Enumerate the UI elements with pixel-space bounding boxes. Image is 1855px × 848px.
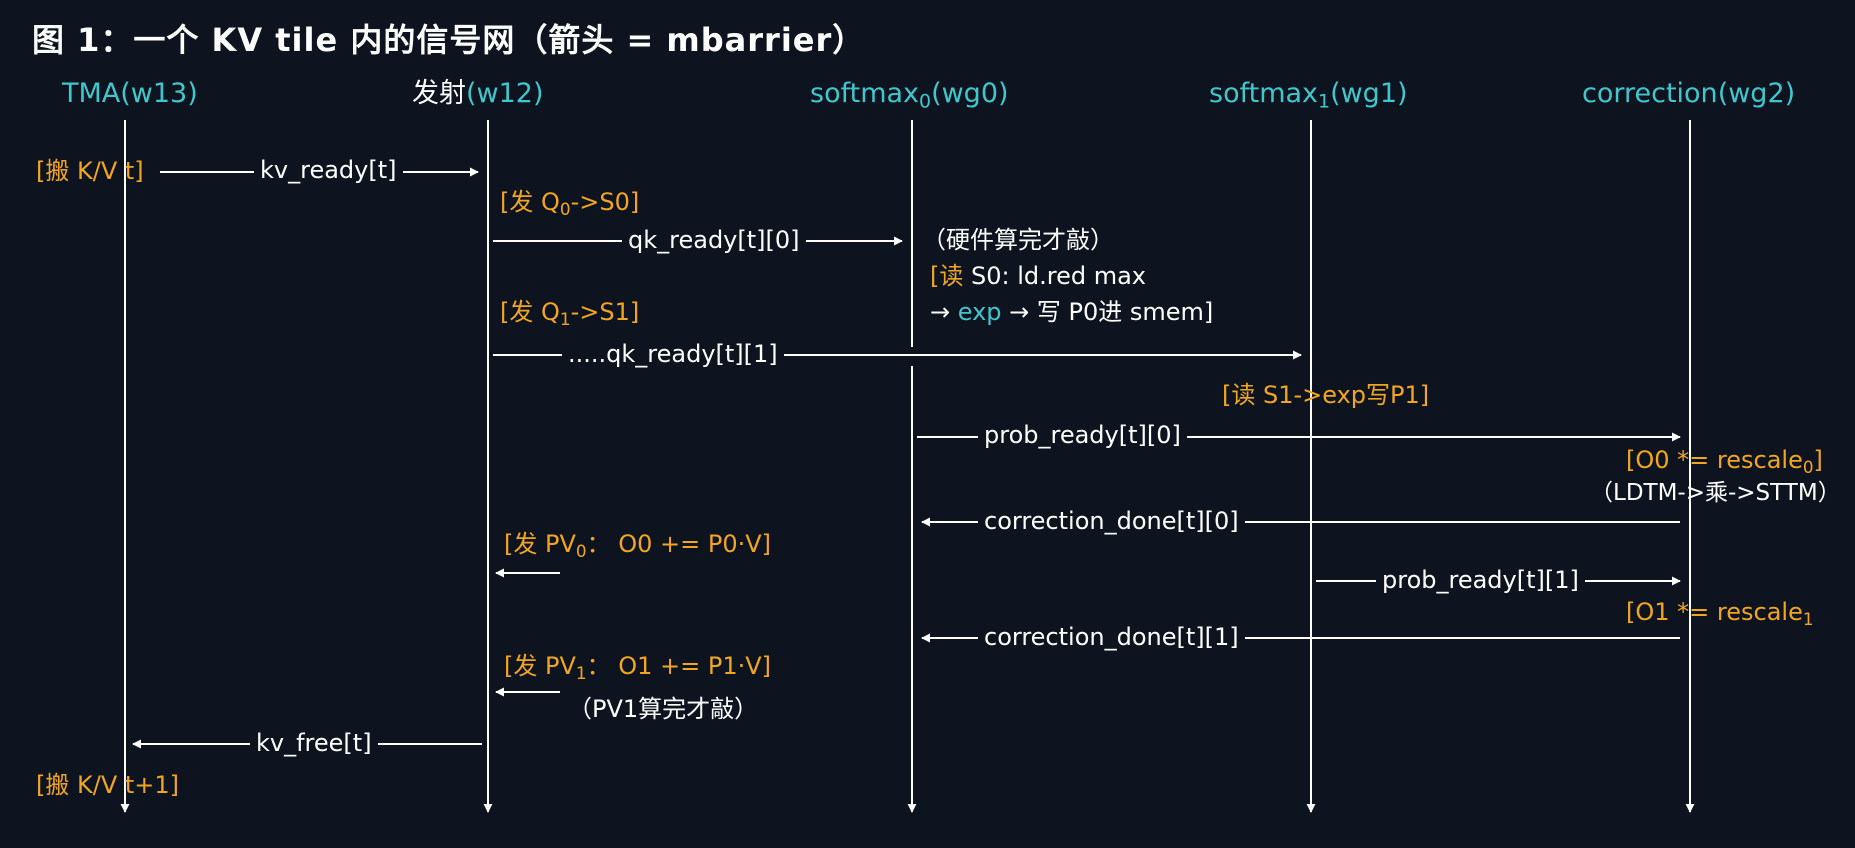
lane-name-tma: TMA [62,78,121,109]
annotation-issue-pv1-sub: 1 [575,663,587,684]
annotation-issue-q0: [发 Q0->S0] [500,190,639,218]
annotation-o0-rescale-post: ] [1813,446,1823,474]
annotation-exp-rest: → 写 P0进 smem] [1001,298,1214,326]
annotation-read-s0-open: [读 [930,262,964,290]
annotation-read-s1: [读 S1->exp写P1] [1222,381,1430,409]
signal-correction-done-0: correction_done[t][0] [978,509,1245,533]
annotation-o1-rescale-sub: 1 [1802,609,1814,630]
annotation-issue-pv0-post: ： O0 += P0·V] [586,530,771,558]
annotation-issue-pv1-post: ： O1 += P1·V] [586,652,771,680]
annotation-o0-rescale-sub: 0 [1802,457,1814,478]
signal-qk-ready-1: .....qk_ready[t][1] [562,342,784,366]
annotation-read-s0: [读 S0: ld.red max [930,264,1146,288]
lane-sub-softmax1: 1 [1318,90,1331,113]
signal-qk-ready-0: qk_ready[t][0] [622,228,806,252]
annotation-exp-write: → exp → 写 P0进 smem] [930,300,1213,324]
signal-prob-ready-1: prob_ready[t][1] [1376,568,1585,592]
lane-name-correction: correction [1582,78,1718,109]
annotation-ldtm-mul: （LDTM->乘->STTM） [1590,480,1841,506]
signal-prob-ready-0: prob_ready[t][0] [978,423,1187,447]
lane-sub-softmax0: 0 [919,90,932,113]
annotation-issue-q0-post: ->S0] [570,188,640,216]
annotation-exp-word: exp [957,298,1002,326]
lane-tag-softmax0: (wg0) [931,78,1009,109]
lane-tag-issue: (w12) [466,78,544,109]
lane-name-issue: 发射 [412,78,466,109]
annotation-pv1-done: （PV1算完才敲） [568,695,759,723]
annotation-o0-rescale-pre: [O0 *= rescale [1626,446,1803,474]
lane-tag-correction: (wg2) [1717,78,1796,109]
lane-name-softmax0: softmax [810,78,920,109]
diagram-title: 图 1：一个 KV tile 内的信号网（箭头 = mbarrier） [32,21,866,59]
lane-name-softmax1: softmax [1209,78,1319,109]
annotation-issue-q0-sub: 0 [559,199,571,220]
annotation-issue-q0-pre: [发 Q [500,188,560,216]
annotation-issue-pv0-sub: 0 [575,541,587,562]
annotation-issue-q1-sub: 1 [559,309,571,330]
annotation-exp-arrow: → [930,298,958,326]
annotation-issue-q1-pre: [发 Q [500,298,560,326]
lane-header-tma: TMA(w13) [62,80,198,107]
lane-tag-softmax1: (wg1) [1330,78,1408,109]
lane-header-issue: 发射(w12) [412,80,544,107]
annotation-issue-q1-post: ->S1] [570,298,640,326]
annotation-issue-pv0-pre: [发 PV [504,530,576,558]
lane-header-correction: correction(wg2) [1582,80,1795,107]
signal-correction-done-1: correction_done[t][1] [978,625,1245,649]
annotation-o1-rescale-pre: [O1 *= rescale [1626,598,1803,626]
annotation-issue-pv1: [发 PV1： O1 += P1·V] [504,654,771,682]
annotation-load-kv-t1: [搬 K/V t+1] [36,771,180,799]
annotation-issue-q1: [发 Q1->S1] [500,300,639,328]
annotation-o1-rescale: [O1 *= rescale1 [1626,600,1814,628]
annotation-issue-pv0: [发 PV0： O0 += P0·V] [504,532,771,560]
annotation-hw-done: （硬件算完才敲） [922,226,1114,254]
signal-kv-ready: kv_ready[t] [254,158,403,182]
annotation-issue-pv1-pre: [发 PV [504,652,576,680]
lane-header-softmax1: softmax1(wg1) [1209,80,1408,112]
lane-tag-tma: (w13) [120,78,198,109]
annotation-read-s0-text: S0: ld.red max [963,262,1147,290]
lane-header-softmax0: softmax0(wg0) [810,80,1009,112]
annotation-load-kv-t: [搬 K/V t] [36,157,144,185]
annotation-o0-rescale: [O0 *= rescale0] [1626,448,1823,476]
signal-kv-free: kv_free[t] [250,731,378,755]
